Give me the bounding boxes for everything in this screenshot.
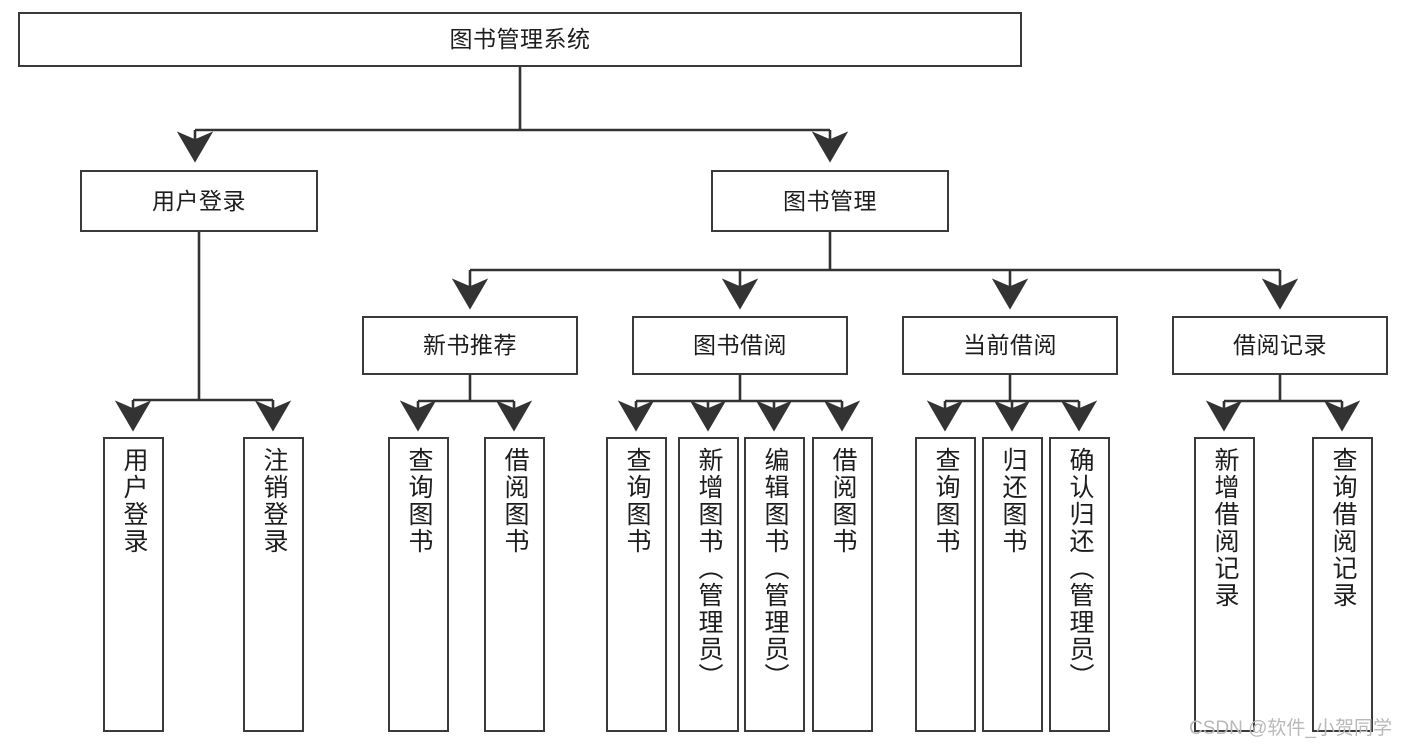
node-label: 查询图书 [623,447,651,555]
connectors-book-borrow-leaves [617,375,861,432]
node-root-system[interactable]: 图书管理系统 [18,12,1022,67]
node-leaf-edit-book[interactable]: 编辑图书（管理员） [744,437,805,732]
node-leaf-query-record[interactable]: 查询借阅记录 [1312,437,1373,732]
csdn-watermark: CSDN @软件_小贺同学 [1189,718,1392,739]
node-label: 新书推荐 [423,332,517,359]
node-label: 查询图书 [932,447,960,555]
connectors-current-borrow-leaves [926,375,1098,432]
node-label: 查询借阅记录 [1329,447,1357,609]
node-book-management[interactable]: 图书管理 [711,170,949,232]
node-leaf-confirm-return[interactable]: 确认归还（管理员） [1049,437,1110,732]
node-label: 用户登录 [152,187,246,214]
node-user-login[interactable]: 用户登录 [80,170,318,232]
node-borrow-record[interactable]: 借阅记录 [1172,316,1388,375]
node-label: 图书借阅 [693,332,787,359]
node-book-borrow[interactable]: 图书借阅 [632,316,848,375]
node-label: 图书管理 [783,187,877,214]
node-label: 图书管理系统 [449,26,591,53]
node-label: 当前借阅 [963,332,1057,359]
node-label: 借阅图书 [501,447,529,555]
node-label: 借阅图书 [829,447,857,555]
node-leaf-borrow-book-1[interactable]: 借阅图书 [484,437,545,732]
connectors-new-book-leaves [399,375,533,432]
connectors-user-login-leaves [114,232,292,432]
node-leaf-logout-login[interactable]: 注销登录 [243,437,304,732]
node-current-borrow[interactable]: 当前借阅 [902,316,1118,375]
node-label: 用户登录 [120,447,148,555]
node-label: 新增图书（管理员） [695,447,723,690]
node-new-book-recommend[interactable]: 新书推荐 [362,316,578,375]
node-label: 查询图书 [405,447,433,555]
connectors-borrow-record-leaves [1205,375,1361,432]
node-label: 编辑图书（管理员） [761,447,789,690]
node-label: 借阅记录 [1233,332,1327,359]
connectors-level2-to-level3 [451,232,1299,310]
node-leaf-add-record[interactable]: 新增借阅记录 [1194,437,1255,732]
node-leaf-query-book-1[interactable]: 查询图书 [388,437,449,732]
node-label: 确认归还（管理员） [1066,447,1094,690]
node-label: 新增借阅记录 [1211,447,1239,609]
node-label: 注销登录 [260,447,288,555]
connectors-root-to-level2 [176,67,849,163]
node-label: 归还图书 [999,447,1027,555]
node-leaf-user-login[interactable]: 用户登录 [103,437,164,732]
node-leaf-borrow-book-2[interactable]: 借阅图书 [812,437,873,732]
node-leaf-add-book[interactable]: 新增图书（管理员） [678,437,739,732]
node-leaf-query-book-3[interactable]: 查询图书 [915,437,976,732]
node-leaf-query-book-2[interactable]: 查询图书 [606,437,667,732]
node-leaf-return-book[interactable]: 归还图书 [982,437,1043,732]
